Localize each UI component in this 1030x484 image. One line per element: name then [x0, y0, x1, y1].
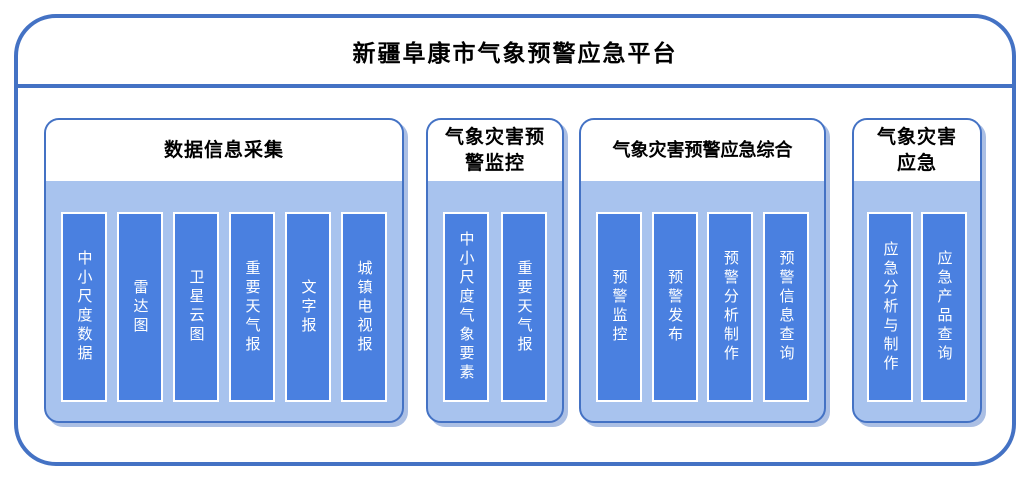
section-warning-monitoring-body: 中小尺度气象要素 重要天气报 [428, 181, 562, 421]
pillar-label: 中小尺度气象要素 [457, 231, 475, 383]
section-disaster-emergency-body: 应急分析与制作 应急产品查询 [854, 181, 980, 421]
section-warning-emergency-comprehensive-header: 气象灾害预警应急综合 [581, 120, 824, 181]
pillar-mesoscale-meteorological-elements: 中小尺度气象要素 [443, 212, 489, 402]
section-warning-emergency-comprehensive-body: 预警监控 预警发布 预警分析制作 预警信息查询 [581, 181, 824, 421]
pillar-label: 城镇电视报 [355, 259, 373, 355]
section-disaster-emergency-header: 气象灾害 应急 [854, 120, 980, 181]
pillar-warning-info-query: 预警信息查询 [762, 212, 809, 402]
section-disaster-emergency: 气象灾害 应急 应急分析与制作 应急产品查询 [852, 118, 982, 423]
pillar-label: 中小尺度数据 [75, 250, 93, 364]
pillar-label: 文字报 [299, 278, 317, 336]
pillar-town-tv-report: 城镇电视报 [341, 212, 387, 402]
pillar-warning-analysis-production: 预警分析制作 [707, 212, 754, 402]
section-data-collection-body: 中小尺度数据 雷达图 卫星云图 重要天气报 文字报 城镇电视报 [46, 181, 402, 421]
pillar-important-weather-report: 重要天气报 [229, 212, 275, 402]
pillar-label: 预警监控 [610, 269, 628, 345]
section-warning-monitoring: 气象灾害预 警监控 中小尺度气象要素 重要天气报 [426, 118, 564, 423]
pillar-warning-release: 预警发布 [651, 212, 698, 402]
title-bar: 新疆阜康市气象预警应急平台 [18, 18, 1012, 88]
pillar-label: 预警分析制作 [721, 250, 739, 364]
pillar-label: 重要天气报 [515, 259, 533, 355]
section-data-collection: 数据信息采集 中小尺度数据 雷达图 卫星云图 重要天气报 文字报 城 [44, 118, 404, 423]
pillar-label: 应急分析与制作 [881, 240, 899, 374]
pillar-label: 卫星云图 [187, 269, 205, 345]
section-data-collection-header: 数据信息采集 [46, 120, 402, 181]
pillar-label: 应急产品查询 [935, 250, 953, 364]
sections-row: 数据信息采集 中小尺度数据 雷达图 卫星云图 重要天气报 文字报 城 [18, 88, 1012, 423]
pillar-emergency-analysis-production: 应急分析与制作 [867, 212, 913, 402]
section-warning-emergency-comprehensive: 气象灾害预警应急综合 预警监控 预警发布 预警分析制作 预警信息查询 [579, 118, 826, 423]
pillar-label: 雷达图 [131, 278, 149, 336]
pillar-radar-chart: 雷达图 [117, 212, 163, 402]
pillar-important-weather-report: 重要天气报 [501, 212, 547, 402]
platform-diagram: 新疆阜康市气象预警应急平台 数据信息采集 中小尺度数据 雷达图 卫星云图 重要天… [14, 14, 1016, 466]
pillar-label: 预警发布 [666, 269, 684, 345]
pillar-label: 预警信息查询 [777, 250, 795, 364]
section-warning-monitoring-header: 气象灾害预 警监控 [428, 120, 562, 181]
pillar-warning-monitoring: 预警监控 [596, 212, 642, 402]
pillar-label: 重要天气报 [243, 259, 261, 355]
pillar-text-report: 文字报 [285, 212, 331, 402]
pillar-mesoscale-data: 中小尺度数据 [61, 212, 107, 402]
page-title: 新疆阜康市气象预警应急平台 [352, 40, 678, 66]
pillar-satellite-cloud-image: 卫星云图 [173, 212, 219, 402]
pillar-emergency-product-query: 应急产品查询 [921, 212, 967, 402]
